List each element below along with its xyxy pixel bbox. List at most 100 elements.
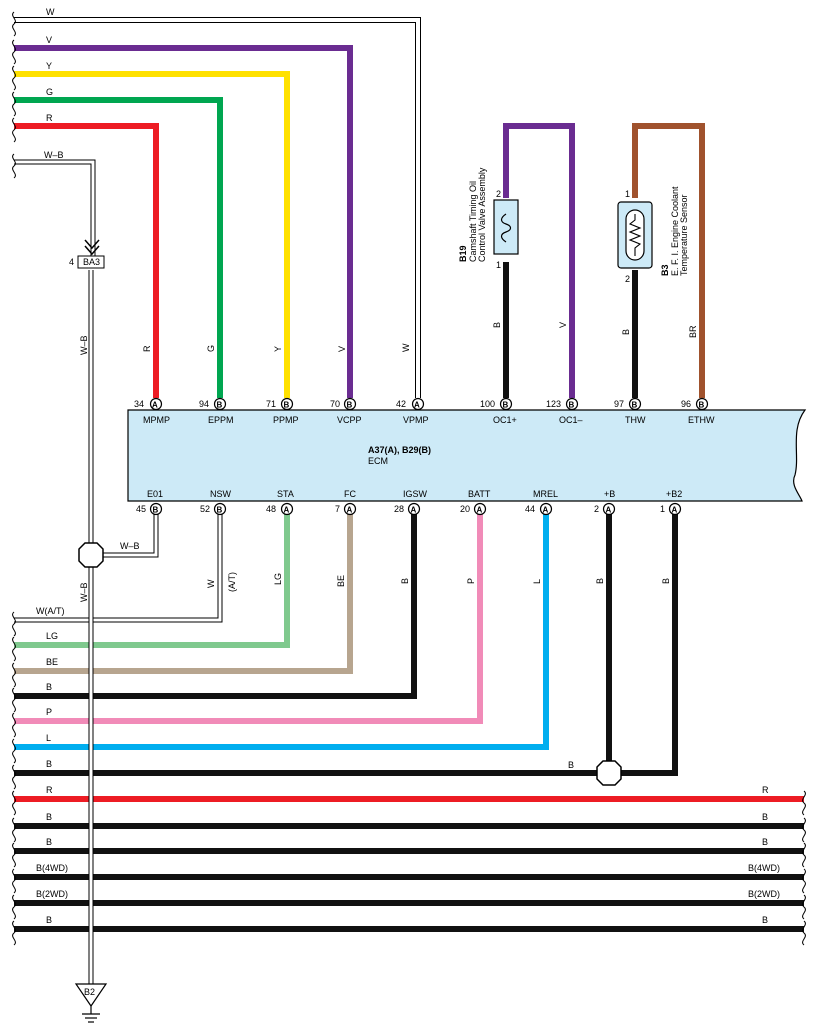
top-pin-123: 123 B (546, 397, 579, 411)
svg-text:96: 96 (681, 399, 691, 409)
svg-text:A: A (606, 506, 612, 515)
b3-code: B3 (660, 264, 670, 276)
vlabel-b3-b: B (621, 329, 631, 335)
splice-point-b (596, 760, 622, 786)
wire-label-wb-top: W–B (44, 150, 64, 160)
through-right-b1: B (762, 812, 768, 822)
vlabel-mrel-l: L (532, 579, 542, 584)
svg-text:B: B (632, 401, 638, 410)
top-pin-42: 42 A (396, 397, 425, 411)
bottom-pin-45: 45 B (136, 502, 163, 516)
vlabel-igsw-b: B (400, 578, 410, 584)
b19-code: B19 (458, 245, 468, 262)
through-right-b3: B (762, 915, 768, 925)
through-left-b2: B (46, 837, 52, 847)
pin-name-oc1p: OC1+ (493, 415, 517, 425)
vlabel-pb-b: B (595, 578, 605, 584)
connector-ba3-label: BA3 (83, 257, 100, 267)
ground-b2-label: B2 (84, 987, 95, 997)
svg-text:44: 44 (525, 504, 535, 514)
svg-text:B: B (217, 401, 223, 410)
pin-name-oc1m: OC1– (559, 415, 583, 425)
svg-text:A: A (477, 506, 483, 515)
pin-name-vpmp: VPMP (403, 415, 429, 425)
b3-pin-bottom: 2 (625, 274, 630, 284)
through-right-r: R (762, 785, 769, 795)
svg-text:42: 42 (396, 399, 406, 409)
svg-text:7: 7 (335, 504, 340, 514)
wire-be-fc (14, 512, 353, 674)
pin-name-ppmp: PPMP (273, 415, 299, 425)
svg-text:B: B (699, 401, 705, 410)
bottom-pin-1: 1 A (660, 502, 682, 516)
through-right-b2wd: B(2WD) (748, 889, 780, 899)
bottom-pin-28: 28 A (394, 502, 421, 516)
resistor-zigzag-icon (628, 214, 642, 256)
b19-pin-top: 2 (496, 189, 501, 199)
b3-line1: E. F. I. Engine Coolant (670, 186, 680, 276)
wire-b-pb2 (609, 512, 678, 776)
left-label-b2: B (46, 759, 52, 769)
svg-text:71: 71 (266, 399, 276, 409)
svg-text:20: 20 (460, 504, 470, 514)
top-pin-34: 34 A (134, 397, 163, 411)
svg-text:123: 123 (546, 399, 561, 409)
ecm-title: A37(A), B29(B) (368, 445, 431, 455)
through-right-b4wd: B(4WD) (748, 863, 780, 873)
vlabel-pb2-b: B (661, 578, 671, 584)
svg-text:A: A (414, 401, 420, 410)
through-left-r: R (46, 785, 53, 795)
vlabel-b3-br: BR (688, 325, 698, 338)
svg-text:94: 94 (199, 399, 209, 409)
splice-point-wb (78, 542, 104, 568)
pin-name-ethw: ETHW (688, 415, 715, 425)
ground-icon (82, 1006, 100, 1023)
vlabel-sta-lg: LG (273, 573, 283, 585)
through-left-b4wd: B(4WD) (36, 863, 68, 873)
left-label-l: L (46, 733, 51, 743)
wire-label-r: R (46, 113, 53, 123)
svg-text:B: B (347, 401, 353, 410)
vlabel-nsw-w: W (206, 579, 216, 588)
wire-w-top (14, 17, 421, 398)
svg-text:34: 34 (134, 399, 144, 409)
wire-break-marks-left (12, 11, 16, 946)
b19-pin-bottom: 1 (496, 260, 501, 270)
connector-ba3 (77, 255, 105, 269)
svg-text:70: 70 (330, 399, 340, 409)
vlabel-wb-2: W–B (79, 582, 89, 602)
ground-point-b2 (74, 983, 108, 1008)
svg-text:A: A (152, 401, 158, 410)
top-pin-70: 70 B (330, 397, 357, 411)
top-pin-94: 94 B (199, 397, 227, 411)
pin-name-mrel: MREL (533, 489, 558, 499)
vlabel-g: G (206, 345, 216, 352)
left-label-b1: B (46, 682, 52, 692)
coil-icon (500, 213, 512, 243)
wire-p-batt (14, 512, 483, 724)
pin-name-nsw: NSW (210, 489, 232, 499)
vlabel-fc-be: BE (336, 575, 346, 587)
svg-text:97: 97 (614, 399, 624, 409)
wire-break-marks-right (802, 790, 806, 946)
svg-text:A: A (672, 506, 678, 515)
splice-wb-label: W–B (120, 541, 140, 551)
wire-y-top (14, 71, 290, 398)
vlabel-r: R (142, 345, 152, 352)
svg-text:52: 52 (200, 504, 210, 514)
connector-arrow-icon (84, 239, 100, 256)
pin-name-igsw: IGSW (403, 489, 428, 499)
connector-ba3-pin: 4 (69, 257, 74, 267)
vlabel-v: V (337, 346, 347, 352)
bottom-pin-48: 48 A (266, 502, 294, 516)
vlabel-b19-v: V (558, 322, 568, 328)
left-label-wat: W(A/T) (36, 606, 65, 616)
svg-text:B: B (284, 401, 290, 410)
wire-label-v: V (46, 35, 52, 45)
wire-label-g: G (46, 87, 53, 97)
wire-label-y: Y (46, 61, 52, 71)
left-label-be: BE (46, 657, 58, 667)
b3-line2: Temperature Sensor (679, 194, 689, 276)
bottom-pin-7: 7 A (335, 502, 357, 516)
